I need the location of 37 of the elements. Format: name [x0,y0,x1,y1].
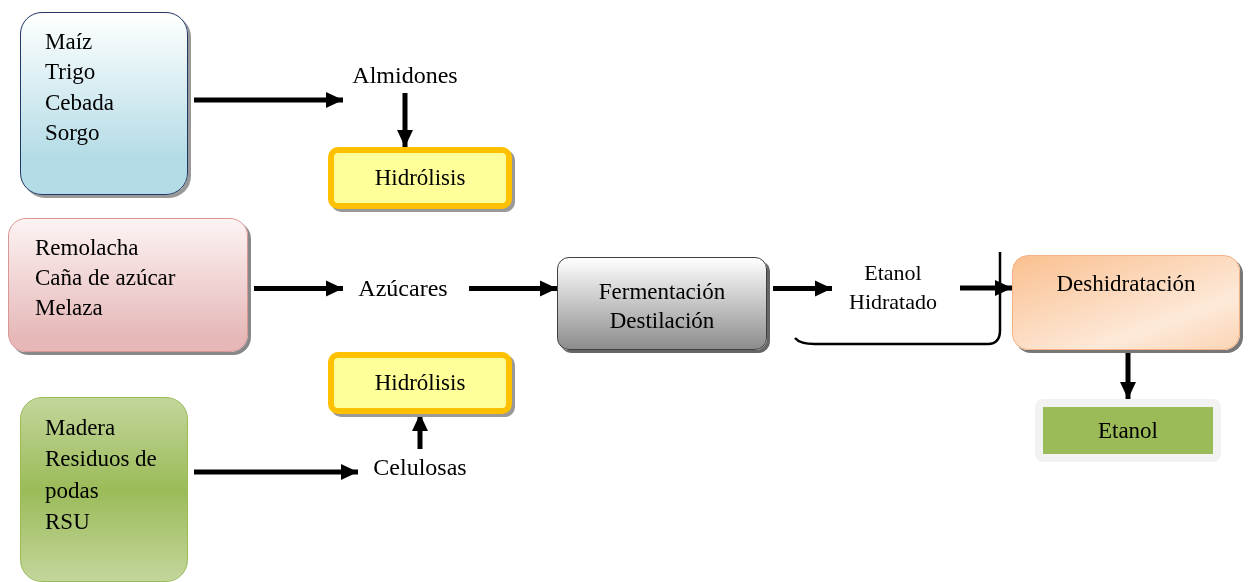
feedstock-item: Residuos de podas [45,445,158,505]
arrow [397,93,413,147]
intermediate-label: Almidones [352,60,458,90]
process-box [328,352,512,414]
process-box [328,147,512,209]
intermediate-label: Celulosas [373,452,467,482]
feedstock-box [20,397,188,582]
feedstock-item: Remolacha [35,234,139,262]
arrow [960,280,1012,296]
process-label: Destilación [609,306,715,335]
intermediate-label: Azúcares [358,274,448,303]
feedstock-box [20,12,188,195]
arrow [194,92,343,108]
process-box [1012,255,1240,350]
process-label: Hidrólisis [374,164,466,192]
process-label: Hidrólisis [374,369,466,397]
process-label: Fermentación [598,277,726,306]
arrow [194,464,358,480]
feedstock-item: Maíz [45,28,93,56]
arrow [773,280,832,297]
intermediate-label: Etanol Hidratado [848,259,938,316]
feedstock-item: Madera [45,414,116,442]
product-box [1035,399,1221,462]
feedstock-item: Trigo [45,58,96,87]
feedstock-item: RSU [45,507,90,536]
arrow [254,280,343,297]
feedstock-item: Cebada [45,88,114,117]
product-label: Etanol [1097,416,1158,445]
feedstock-box [8,218,248,352]
feedstock-item: Caña de azúcar [35,263,176,292]
process-label: Deshidratación [1056,270,1196,298]
arrow [469,280,557,297]
process-box [557,257,767,350]
feedstock-item: Sorgo [45,119,100,148]
arrow [412,414,428,449]
arrow [1120,352,1136,399]
feedstock-item: Melaza [35,293,103,322]
